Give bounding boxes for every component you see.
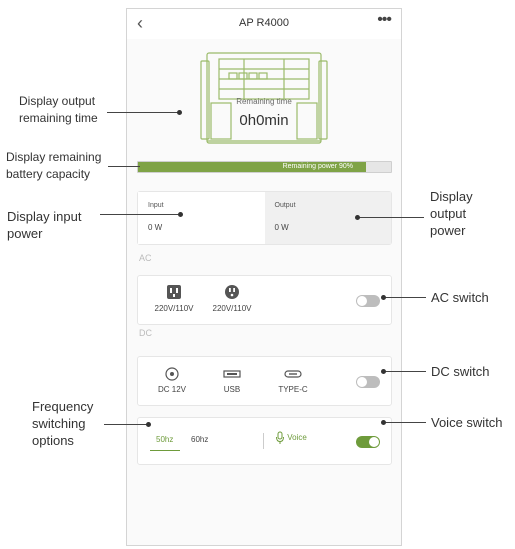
pointer-dot (355, 215, 360, 220)
ac-section-label: AC (139, 253, 152, 263)
power-station-illustration (200, 52, 328, 144)
dc-port-icon (165, 367, 179, 381)
pointer-line (384, 371, 426, 372)
frequency-option-60hz[interactable]: 60hz (191, 435, 209, 444)
page-title: AP R4000 (239, 17, 289, 29)
input-panel: Input 0 W (138, 192, 265, 244)
input-label: Input (148, 202, 164, 209)
pointer-dot (381, 369, 386, 374)
annotation-battery: Display remaining battery capacity (6, 149, 101, 183)
voice-label: Voice (287, 433, 307, 443)
pointer-line (100, 214, 180, 215)
annotation-dc-switch: DC switch (431, 363, 490, 380)
ac-port-label: 220V/110V (212, 304, 252, 313)
dc-port-12v: DC 12V (152, 367, 192, 394)
dc-port-type-c: TYPE-C (272, 367, 314, 394)
pointer-line (104, 424, 148, 425)
type-c-port-icon (284, 370, 302, 378)
dc-port-label: TYPE-C (278, 385, 308, 394)
remaining-time-value: 0h0min (239, 112, 289, 129)
output-value: 0 W (274, 223, 289, 232)
dc-section-label: DC (139, 328, 152, 338)
selected-frequency-underline (150, 450, 180, 451)
us-outlet-icon (167, 285, 181, 299)
battery-fill (138, 162, 366, 172)
pointer-dot (178, 212, 183, 217)
annotation-text: DC switch (431, 364, 490, 379)
annotation-text: Frequency switching options (32, 399, 94, 448)
ac-switch[interactable] (356, 295, 380, 307)
annotation-frequency: Frequency switching options (32, 398, 93, 449)
pointer-dot (381, 295, 386, 300)
annotation-text: Voice switch (431, 415, 503, 430)
remaining-time-label: Remaining time (236, 97, 292, 106)
pointer-dot (177, 110, 182, 115)
pointer-line (108, 166, 140, 167)
annotation-text: Display output remaining time (19, 94, 98, 125)
frequency-voice-card: 50hz 60hz Voice (137, 417, 392, 465)
battery-capacity-text: Remaining power 90% (282, 163, 353, 170)
dc-port-label: DC 12V (157, 385, 186, 394)
divider (263, 433, 264, 449)
phone-screen: ‹ AP R4000 ••• Remaining time 0h0min (126, 8, 402, 546)
pointer-line (384, 297, 426, 298)
pointer-dot (146, 422, 151, 427)
output-panel: Output 0 W (264, 192, 391, 244)
ac-port-us: 220V/110V (146, 284, 202, 313)
annotation-input: Display input power (7, 208, 81, 242)
voice-switch[interactable] (356, 436, 380, 448)
battery-capacity-bar: Remaining power 90% (137, 161, 392, 173)
annotation-output: Display output power (430, 188, 473, 239)
frequency-option-50hz[interactable]: 50hz (156, 435, 174, 444)
output-label: Output (274, 202, 296, 209)
voice-option[interactable]: Voice (275, 431, 307, 445)
usb-port-icon (223, 370, 241, 378)
pointer-dot (381, 420, 386, 425)
top-nav-bar: ‹ AP R4000 ••• (127, 9, 401, 39)
input-value: 0 W (148, 223, 163, 232)
pointer-line (384, 422, 426, 423)
annotation-text: Display remaining battery capacity (6, 150, 102, 181)
dc-switch[interactable] (356, 376, 380, 388)
ac-port-universal: 220V/110V (204, 284, 260, 313)
dc-card: DC 12V USB TYPE-C (137, 356, 392, 406)
more-dots-icon[interactable]: ••• (377, 11, 392, 28)
microphone-icon (276, 431, 284, 444)
chevron-left-icon[interactable]: ‹ (137, 13, 143, 33)
annotation-remaining-time: Display output remaining time (19, 93, 98, 127)
annotation-ac-switch: AC switch (431, 289, 489, 306)
ac-port-label: 220V/110V (154, 304, 194, 313)
ac-card: 220V/110V 220V/110V (137, 275, 392, 325)
universal-outlet-icon (225, 285, 239, 299)
pointer-line (358, 217, 424, 218)
pointer-line (107, 112, 179, 113)
annotation-text: AC switch (431, 290, 489, 305)
annotation-voice-switch: Voice switch (431, 414, 503, 431)
input-output-card: Input 0 W Output 0 W (137, 191, 392, 245)
dc-port-label: USB (223, 385, 241, 394)
dc-port-usb: USB (212, 367, 252, 394)
annotation-text: Display input power (7, 209, 82, 241)
annotation-text: Display output power (430, 189, 473, 238)
